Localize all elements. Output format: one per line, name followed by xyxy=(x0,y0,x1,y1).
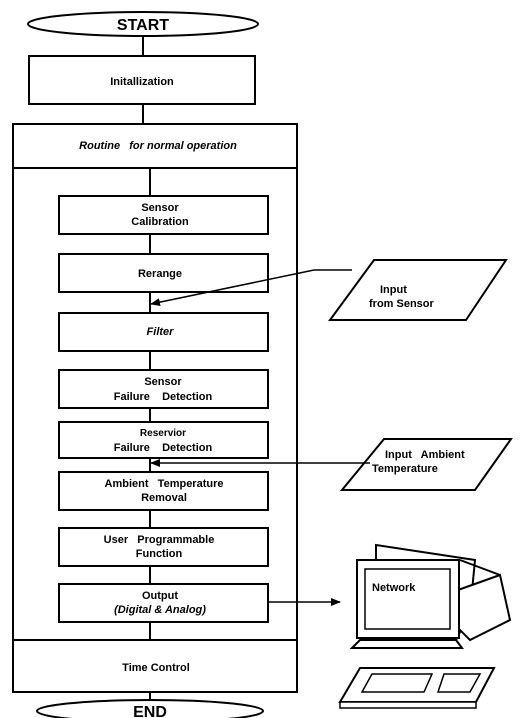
routine-label: Routine for normal operation xyxy=(79,140,237,152)
init-box: Initallization xyxy=(28,55,256,105)
end-label: END xyxy=(133,704,167,718)
reservoir-failure-line1: Reservior xyxy=(140,428,186,439)
sensor-failure-line2: Failure Detection xyxy=(114,391,213,403)
input-sensor-line1: Input xyxy=(380,284,407,296)
filter-label: Filter xyxy=(147,326,175,338)
start-terminator: START xyxy=(27,11,259,37)
time-control-label: Time Control xyxy=(122,662,190,674)
input-ambient-line2: Temperature xyxy=(372,463,438,475)
end-terminator: END xyxy=(36,699,264,718)
step-user-function: User Programmable Function xyxy=(58,527,269,567)
step-reservoir-failure: Reservior Failure Detection xyxy=(58,421,269,459)
output-line2: (Digital & Analog) xyxy=(114,604,206,616)
input-sensor: Input from Sensor xyxy=(328,259,508,321)
step-filter: Filter xyxy=(58,312,269,352)
network-computer-icon: Network xyxy=(338,543,512,709)
input-ambient-line1: Input Ambient xyxy=(385,449,465,461)
reservoir-failure-line2: Failure Detection xyxy=(114,442,213,454)
step-rerange: Rerange xyxy=(58,253,269,293)
calibration-line2: Calibration xyxy=(131,216,189,228)
user-fn-line1: User Programmable xyxy=(104,534,215,546)
input-sensor-line2: from Sensor xyxy=(369,298,435,310)
step-output: Output (Digital & Analog) xyxy=(58,583,269,623)
ambient-line1: Ambient Temperature xyxy=(105,478,224,490)
rerange-label: Rerange xyxy=(138,268,182,280)
network-label: Network xyxy=(372,582,416,594)
start-label: START xyxy=(117,17,169,34)
output-line1: Output xyxy=(142,590,178,602)
sensor-failure-line1: Sensor xyxy=(144,376,182,388)
init-label: Initallization xyxy=(110,76,174,88)
calibration-line1: Sensor xyxy=(141,202,179,214)
user-fn-line2: Function xyxy=(136,548,183,560)
sensor-arrow xyxy=(150,269,315,307)
input-ambient: Input Ambient Temperature xyxy=(339,438,513,491)
ambient-line2: Removal xyxy=(141,492,187,504)
step-ambient-removal: Ambient Temperature Removal xyxy=(58,471,269,511)
step-calibration: Sensor Calibration xyxy=(58,195,269,235)
step-sensor-failure: Sensor Failure Detection xyxy=(58,369,269,409)
